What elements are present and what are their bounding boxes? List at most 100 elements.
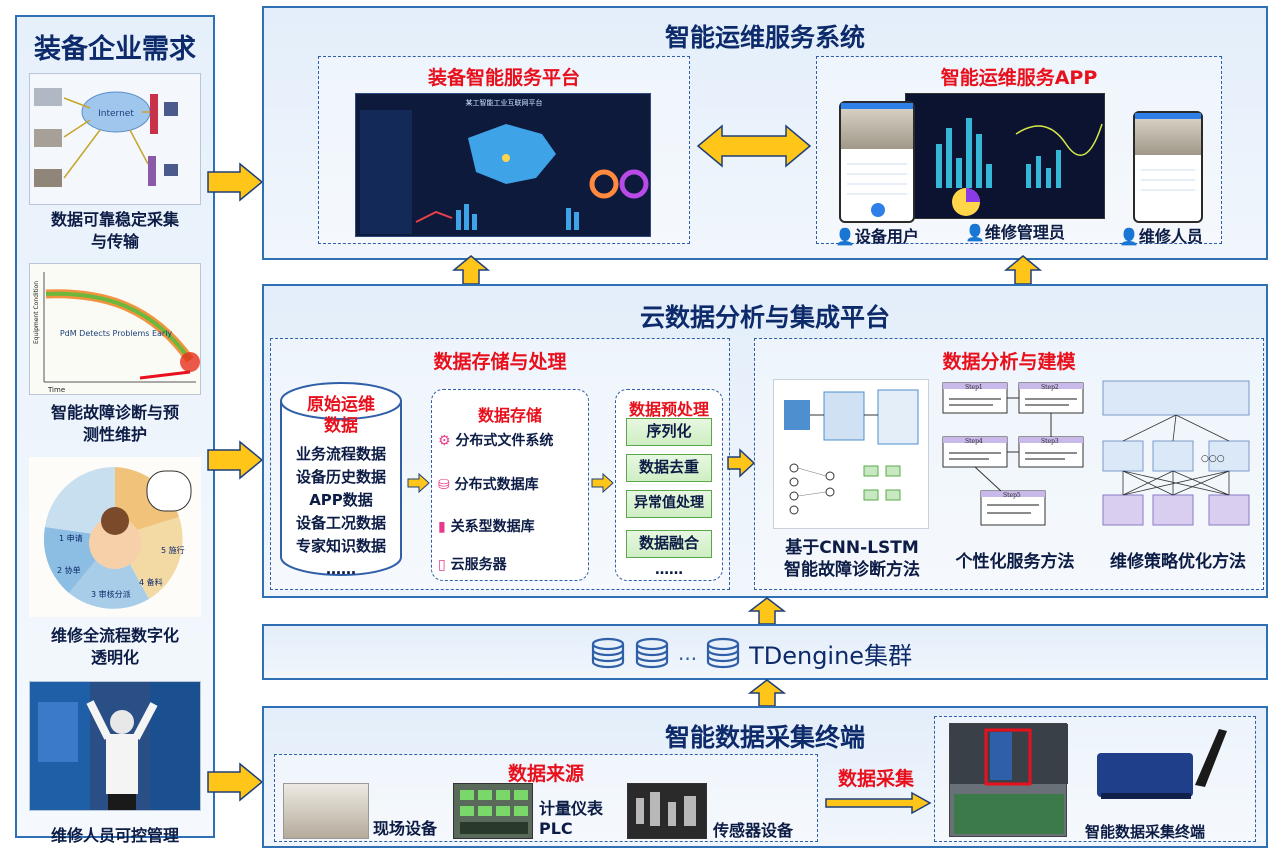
cloud-platform-title: 云数据分析与集成平台 bbox=[639, 303, 890, 332]
app-title: 智能运维服务APP bbox=[940, 67, 1098, 89]
svg-text:1 申请: 1 申请 bbox=[59, 533, 83, 543]
server-icon: ▯ bbox=[438, 557, 446, 573]
process-wheel-image: 1 申请 2 协单 3 审核分派 4 备料 5 施行 bbox=[29, 457, 201, 617]
left-title: 装备企业需求 bbox=[34, 34, 196, 65]
collect-label: 数据采集 bbox=[837, 768, 914, 790]
data-terminal-title: 智能数据采集终端 bbox=[664, 723, 865, 752]
terminal-device-image bbox=[1095, 723, 1227, 813]
storage-item-cloud: ▯ 云服务器 bbox=[438, 557, 507, 573]
arrow-small-2 bbox=[591, 472, 614, 494]
service-platform-box: 装备智能服务平台 某工智能工业互联网平台 bbox=[318, 56, 690, 244]
tdengine-cluster-panel: ... TDengine集群 bbox=[262, 624, 1268, 680]
cylinder-title: 原始运维数据 bbox=[307, 395, 375, 436]
user-icon: 👤 bbox=[1119, 227, 1139, 246]
arrow-collect bbox=[825, 791, 932, 815]
network-image: Internet bbox=[29, 73, 201, 205]
tree-dots: ○○○ bbox=[1201, 454, 1225, 464]
data-source-title: 数据来源 bbox=[507, 763, 584, 785]
phone-screenshot-left bbox=[839, 101, 915, 223]
preprocess-fusion: 数据融合 bbox=[626, 530, 712, 558]
sensor-image bbox=[627, 783, 707, 839]
method-personalized: 个性化服务方法 bbox=[955, 552, 1075, 572]
cluster-label: TDengine集群 bbox=[749, 641, 913, 670]
time-label: Time bbox=[47, 386, 65, 394]
storage-item-dfs: ⚙ 分布式文件系统 bbox=[438, 433, 554, 449]
left-item-3: 维修全流程数字化透明化 bbox=[50, 626, 179, 667]
user-icon: 👤 bbox=[965, 223, 985, 242]
pdm-curve-image: PdM Detects Problems Early Time Equipmen… bbox=[29, 263, 201, 395]
arrow-right-2 bbox=[207, 440, 264, 480]
internet-label: Internet bbox=[98, 109, 134, 119]
storage-item-ddb: ⛁ 分布式数据库 bbox=[438, 477, 539, 493]
data-storage-box: 数据存储 ⚙ 分布式文件系统 ⛁ 分布式数据库 ▮ 关系型数据库 ▯ 云服务器 bbox=[431, 389, 589, 581]
tablet-screenshot bbox=[905, 93, 1105, 219]
left-item-2: 智能故障诊断与预测性维护 bbox=[50, 403, 179, 444]
terminal-install-image bbox=[949, 723, 1068, 837]
preprocess-dedup: 数据去重 bbox=[626, 454, 712, 482]
ops-service-panel: 智能运维服务系统 装备智能服务平台 某工智能工业互联网平台 智能运维服务APP bbox=[262, 6, 1268, 260]
arrow-up-2 bbox=[1003, 255, 1043, 285]
database-icon bbox=[706, 637, 740, 669]
arrow-up-1 bbox=[451, 255, 491, 285]
source-field-equipment: 现场设备 bbox=[373, 819, 438, 838]
app-box: 智能运维服务APP 👤设备用户 👤维修管理员 👤维修人员 bbox=[816, 56, 1222, 246]
arrow-right-1 bbox=[207, 162, 264, 202]
role-device-user: 👤设备用户 bbox=[835, 227, 919, 246]
preprocess-box: 数据预处理 序列化 数据去重 异常值处理 数据融合 …… bbox=[615, 389, 723, 581]
svg-text:Step1: Step1 bbox=[965, 384, 983, 391]
svg-text:Step5: Step5 bbox=[1003, 492, 1021, 499]
method-strategy: 维修策略优化方法 bbox=[1110, 552, 1246, 572]
platform-title: 装备智能服务平台 bbox=[427, 67, 580, 89]
dashboard-screenshot: 某工智能工业互联网平台 bbox=[355, 93, 651, 237]
svg-text:5 施行: 5 施行 bbox=[161, 545, 185, 555]
plc-panel-image bbox=[453, 783, 533, 839]
svg-text:3 审核分派: 3 审核分派 bbox=[91, 589, 131, 599]
data-storage-title: 数据存储 bbox=[477, 406, 542, 425]
database-icon bbox=[591, 637, 625, 669]
bar-chart-icon: ▮ bbox=[438, 519, 446, 535]
arrow-up-3 bbox=[747, 597, 787, 625]
cluster-row: ... TDengine集群 bbox=[590, 636, 912, 670]
analysis-modeling-title: 数据分析与建模 bbox=[942, 351, 1076, 373]
arrow-right-3 bbox=[207, 762, 264, 802]
preprocess-outlier: 异常值处理 bbox=[626, 490, 712, 518]
database-icon bbox=[635, 637, 669, 669]
preprocess-serialize: 序列化 bbox=[626, 418, 712, 446]
worker-image bbox=[29, 681, 201, 811]
left-item-1: 数据可靠稳定采集与传输 bbox=[50, 210, 179, 251]
phone-screenshot-right bbox=[1133, 111, 1203, 223]
svg-text:Step4: Step4 bbox=[965, 438, 983, 445]
svg-text:2 协单: 2 协单 bbox=[57, 565, 81, 575]
left-item-4: 维修人员可控管理 bbox=[50, 826, 179, 845]
role-technician: 👤维修人员 bbox=[1119, 227, 1203, 246]
field-equipment-image bbox=[283, 783, 369, 839]
preprocess-more: …… bbox=[655, 562, 683, 578]
storage-item-rdb: ▮ 关系型数据库 bbox=[438, 519, 535, 535]
condition-label: Equipment Condition bbox=[33, 281, 40, 344]
source-sensor: 传感器设备 bbox=[713, 821, 794, 840]
bidirectional-arrow bbox=[696, 124, 812, 168]
ops-service-title: 智能运维服务系统 bbox=[664, 23, 865, 52]
dashboard-title: 某工智能工业互联网平台 bbox=[465, 99, 543, 107]
terminal-label: 智能数据采集终端 bbox=[1085, 823, 1206, 841]
distributed-fs-icon: ⚙ bbox=[438, 433, 451, 449]
personalized-steps-diagram: Step1 Step2 Step3 Step4 Step5 bbox=[941, 379, 1089, 529]
raw-data-cylinder bbox=[280, 382, 402, 576]
left-panel: 装备企业需求 Internet 数据可靠稳定采集与传输 PdM Detects … bbox=[15, 15, 215, 845]
cnn-lstm-diagram bbox=[773, 379, 929, 529]
arrow-up-4 bbox=[747, 679, 787, 707]
terminal-box: 智能数据采集终端 bbox=[934, 716, 1256, 842]
arrow-to-analysis bbox=[727, 448, 756, 478]
storage-processing-title: 数据存储与处理 bbox=[433, 351, 567, 373]
svg-text:Step2: Step2 bbox=[1041, 384, 1059, 391]
user-icon: 👤 bbox=[835, 227, 855, 246]
pdm-label: PdM Detects Problems Early bbox=[60, 329, 173, 338]
svg-text:Step3: Step3 bbox=[1041, 438, 1059, 445]
